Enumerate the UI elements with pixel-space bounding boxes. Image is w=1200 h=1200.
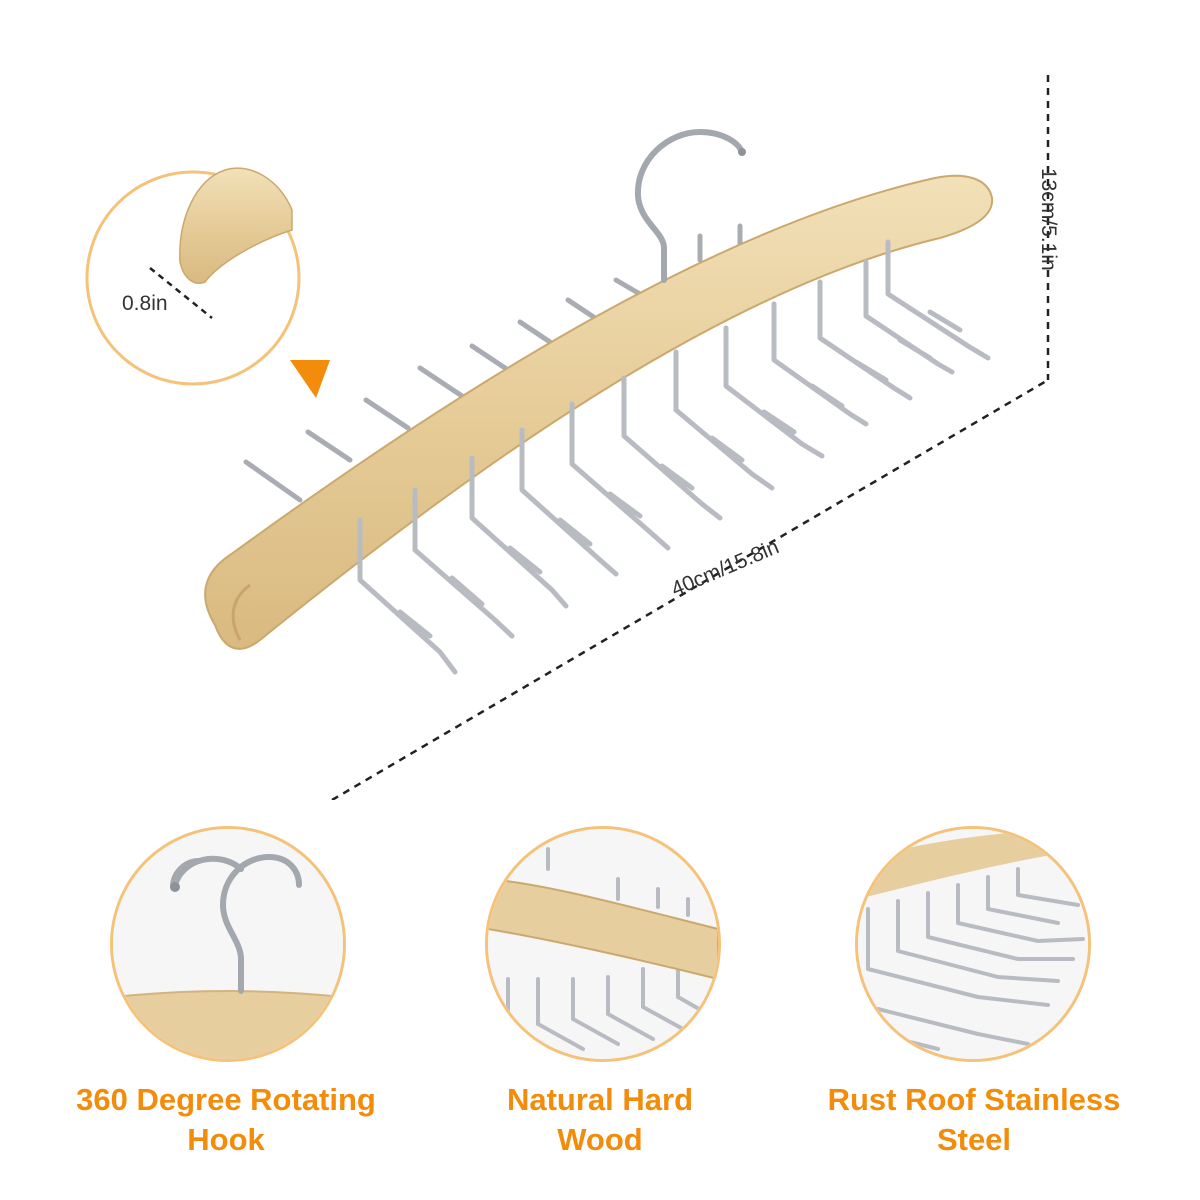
product-illustration bbox=[85, 75, 1050, 800]
caption-line-2: Wood bbox=[557, 1122, 643, 1157]
swivel-hook bbox=[634, 128, 745, 283]
caption-line-1: Rust Roof Stainless bbox=[827, 1082, 1121, 1117]
wood-bar-closeup-icon bbox=[485, 826, 721, 1062]
caption-line-2: Steel bbox=[936, 1122, 1012, 1157]
wooden-bar bbox=[204, 174, 994, 650]
caption-line-1: Natural Hard bbox=[506, 1082, 694, 1117]
height-dimension-label: 13cm/5.1in bbox=[1037, 168, 1060, 271]
thickness-detail bbox=[85, 167, 330, 398]
swivel-hook-closeup-icon bbox=[110, 826, 346, 1062]
caption-line-2: Hook bbox=[187, 1122, 265, 1157]
length-dimension-line bbox=[331, 378, 1049, 800]
feature-caption-hook: 360 Degree Rotating Hook bbox=[36, 1080, 416, 1160]
steel-hooks-closeup-icon bbox=[855, 826, 1091, 1062]
dimension-lines bbox=[331, 75, 1050, 800]
arrow-pointer-icon bbox=[290, 360, 330, 398]
feature-caption-wood: Natural Hard Wood bbox=[410, 1080, 790, 1160]
front-hooks bbox=[357, 239, 991, 675]
thickness-dimension-label: 0.8in bbox=[122, 292, 168, 315]
feature-caption-steel: Rust Roof Stainless Steel bbox=[784, 1080, 1164, 1160]
caption-line-1: 360 Degree Rotating bbox=[76, 1082, 376, 1117]
